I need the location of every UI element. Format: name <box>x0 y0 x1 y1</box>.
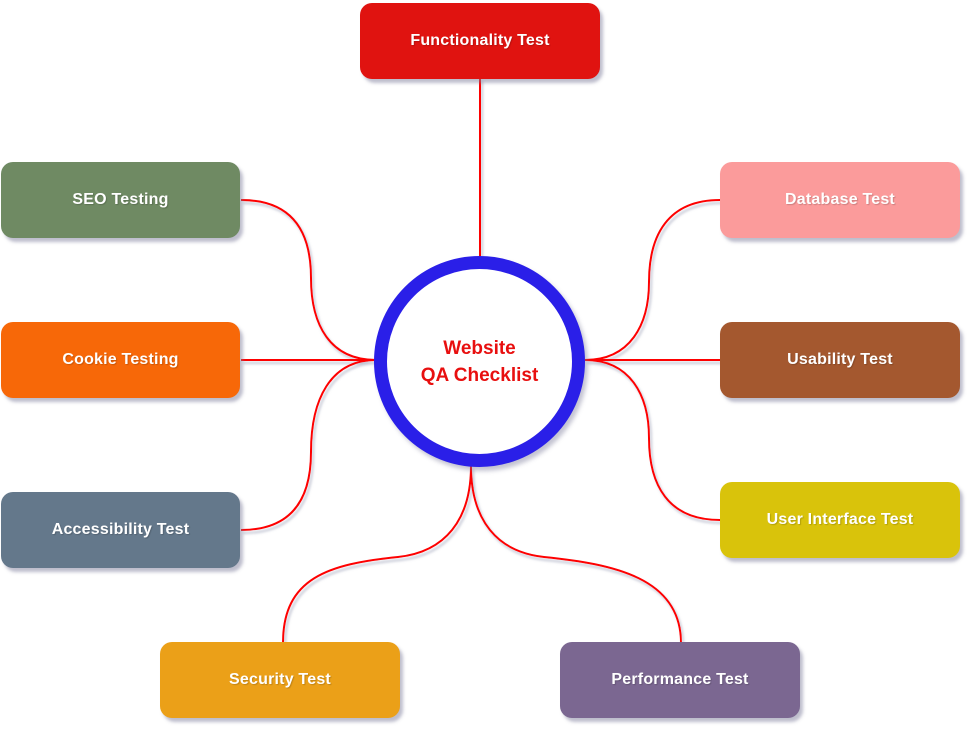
node-functionality-test-label: Functionality Test <box>410 32 550 49</box>
connector-database <box>584 199 721 361</box>
node-performance-test-label: Performance Test <box>611 671 749 688</box>
node-performance-test[interactable]: Performance Test <box>560 642 800 718</box>
connector-user-interface <box>584 359 721 521</box>
node-usability-test-label: Usability Test <box>787 351 893 368</box>
node-seo-testing-label: SEO Testing <box>72 191 169 208</box>
node-cookie-testing-label: Cookie Testing <box>62 351 179 368</box>
connector-accessibility <box>240 359 377 531</box>
node-accessibility-test-label: Accessibility Test <box>51 521 190 538</box>
node-user-interface-test[interactable]: User Interface Test <box>720 482 960 558</box>
node-cookie-testing[interactable]: Cookie Testing <box>1 322 240 398</box>
connector-security <box>282 465 472 644</box>
node-user-interface-test-label: User Interface Test <box>766 511 914 528</box>
center-topic[interactable]: Website QA Checklist <box>374 256 585 467</box>
node-functionality-test[interactable]: Functionality Test <box>360 3 600 79</box>
node-security-test-label: Security Test <box>229 671 331 688</box>
node-security-test[interactable]: Security Test <box>160 642 400 718</box>
node-accessibility-test[interactable]: Accessibility Test <box>1 492 240 568</box>
center-topic-line1: Website <box>443 337 516 359</box>
node-seo-testing[interactable]: SEO Testing <box>1 162 240 238</box>
connector-seo <box>240 199 377 361</box>
node-usability-test[interactable]: Usability Test <box>720 322 960 398</box>
center-topic-label: Website QA Checklist <box>421 335 539 389</box>
node-database-test-label: Database Test <box>785 191 895 208</box>
connector-performance <box>470 465 682 644</box>
node-database-test[interactable]: Database Test <box>720 162 960 238</box>
center-topic-line2: QA Checklist <box>420 364 539 386</box>
